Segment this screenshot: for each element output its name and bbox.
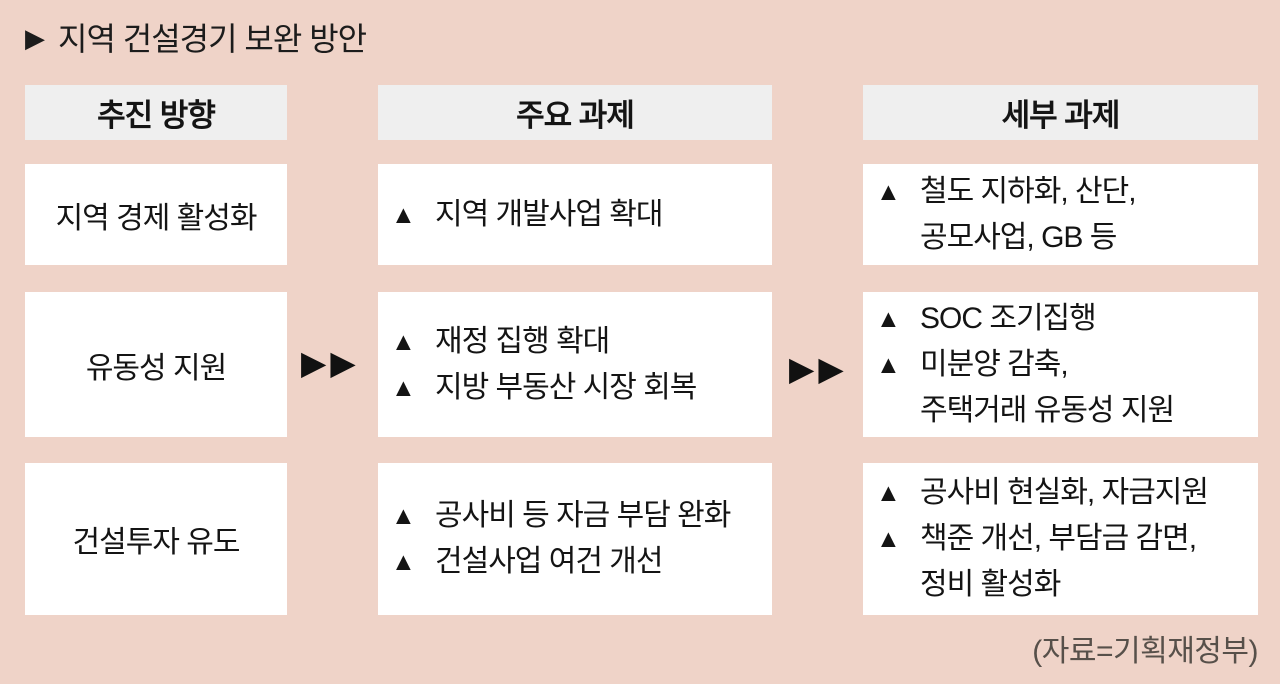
task-item: ▲ 지역 개발사업 확대 [391,192,663,238]
column-header-direction: 추진 방향 [25,85,287,140]
task-text: 철도 지하화, 산단,공모사업, GB 등 [920,174,1137,254]
task-text: 미분양 감축,주택거래 유동성 지원 [920,347,1175,427]
triangle-bullet-icon: ▲ [391,327,416,356]
detail-tasks-box-row3: ▲ 공사비 현실화, 자금지원 ▲ 책준 개선, 부담금 감면,정비 활성화 [863,463,1258,615]
column-header-detail-tasks: 세부 과제 [863,85,1258,140]
task-text: 공사비 현실화, 자금지원 [920,476,1209,509]
flow-arrows-right-icon: ▶▶ [789,350,848,387]
main-tasks-box-row2: ▲ 재정 집행 확대 ▲ 지방 부동산 시장 회복 [378,292,772,437]
column-header-main-tasks: 주요 과제 [378,85,772,140]
task-item: ▲ 재정 집행 확대 [391,319,610,365]
task-text: 지방 부동산 시장 회복 [435,370,697,404]
triangle-bullet-icon: ▲ [876,177,901,206]
title: ▶ 지역 건설경기 보완 방안 [25,14,367,60]
title-arrow-icon: ▶ [25,23,45,53]
direction-box-liquidity-support: 유동성 지원 [25,292,287,437]
task-item: ▲ SOC 조기집행 [876,296,1097,342]
task-item: ▲ 공사비 현실화, 자금지원 [876,470,1209,516]
task-text: 지역 개발사업 확대 [435,197,663,231]
main-tasks-box-row1: ▲ 지역 개발사업 확대 [378,164,772,265]
task-item: ▲ 책준 개선, 부담금 감면,정비 활성화 [876,516,1197,608]
triangle-bullet-icon: ▲ [876,525,901,553]
task-item: ▲ 미분양 감축,주택거래 유동성 지원 [876,342,1175,434]
triangle-bullet-icon: ▲ [391,373,416,402]
main-tasks-box-row3: ▲ 공사비 등 자금 부담 완화 ▲ 건설사업 여건 개선 [378,463,772,615]
task-text: 건설사업 여건 개선 [435,545,663,578]
triangle-bullet-icon: ▲ [876,479,901,507]
direction-box-regional-economy: 지역 경제 활성화 [25,164,287,265]
task-item: ▲ 철도 지하화, 산단,공모사업, GB 등 [876,169,1137,261]
task-text: 책준 개선, 부담금 감면,정비 활성화 [920,522,1197,601]
task-item: ▲ 건설사업 여건 개선 [391,539,663,585]
page-title: 지역 건설경기 보완 방안 [58,21,367,57]
flow-arrows-left-icon: ▶▶ [301,344,360,381]
triangle-bullet-icon: ▲ [391,200,416,229]
task-text: 공사비 등 자금 부담 완화 [435,499,731,532]
triangle-bullet-icon: ▲ [391,548,416,576]
direction-box-construction-investment: 건설투자 유도 [25,463,287,615]
task-text: SOC 조기집행 [920,301,1097,335]
task-text: 재정 집행 확대 [435,324,610,358]
triangle-bullet-icon: ▲ [876,350,901,379]
task-item: ▲ 공사비 등 자금 부담 완화 [391,493,731,539]
source-credit: (자료=기획재정부) [1032,635,1258,668]
detail-tasks-box-row2: ▲ SOC 조기집행 ▲ 미분양 감축,주택거래 유동성 지원 [863,292,1258,437]
task-item: ▲ 지방 부동산 시장 회복 [391,365,697,411]
triangle-bullet-icon: ▲ [391,502,416,530]
triangle-bullet-icon: ▲ [876,304,901,333]
detail-tasks-box-row1: ▲ 철도 지하화, 산단,공모사업, GB 등 [863,164,1258,265]
